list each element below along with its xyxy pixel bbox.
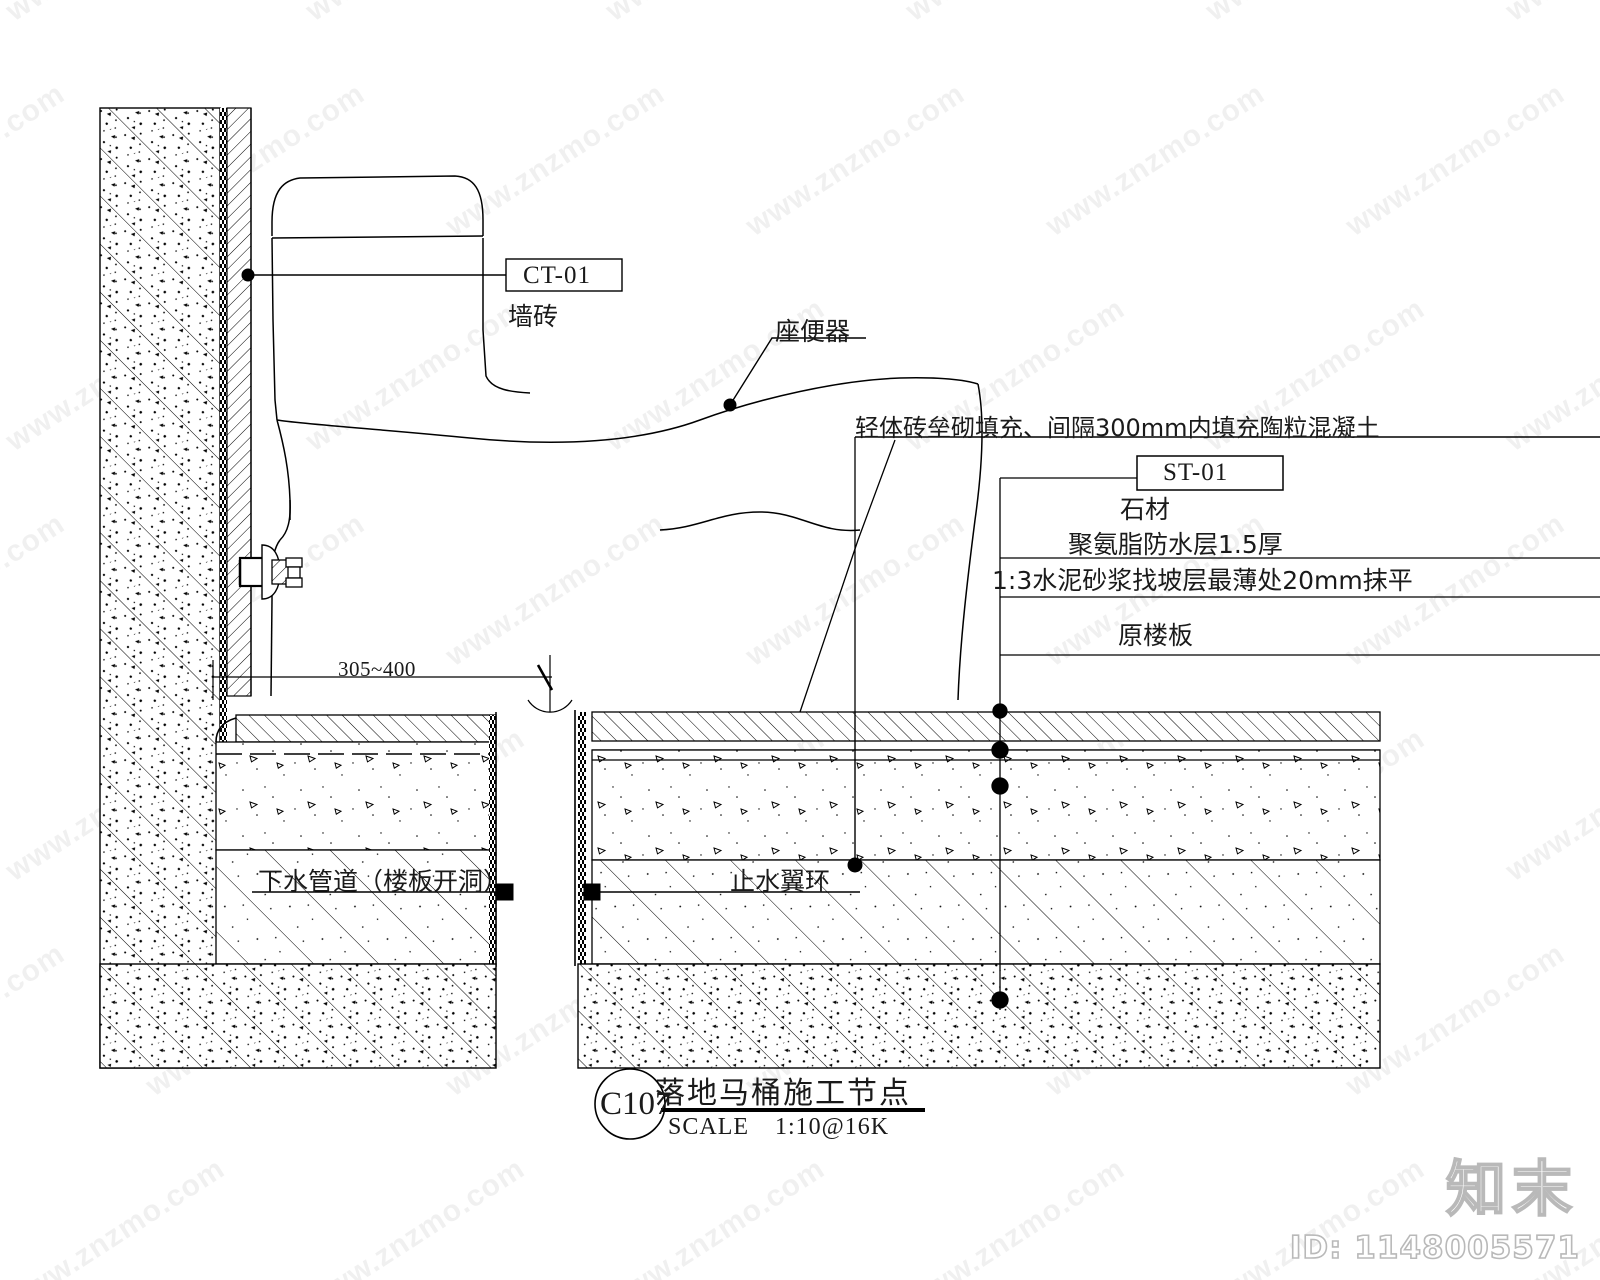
leader-block-fill xyxy=(799,436,1600,873)
leader-drain-pipe xyxy=(252,883,514,901)
site-brand-logo: 知末 xyxy=(1445,1154,1578,1226)
drain-pipe-label: 下水管道（楼板开洞） xyxy=(258,867,509,896)
floor-right-assembly xyxy=(574,710,1381,1069)
floor-left-assembly xyxy=(99,712,497,1069)
leader-stop-water-ring xyxy=(583,883,860,901)
wall-tile-label: 墙砖 xyxy=(508,302,559,331)
ct01-tag-label: CT-01 xyxy=(523,262,591,289)
title-block-marks xyxy=(594,1068,925,1140)
toilet-label: 座便器 xyxy=(775,317,851,346)
detail-title: 落地马桶施工节点 xyxy=(655,1076,911,1111)
leader-wall-tile xyxy=(241,268,506,282)
toilet-outline xyxy=(270,175,983,701)
dimension-toilet-projection xyxy=(212,655,573,713)
dimension-label: 305~400 xyxy=(338,657,416,681)
layer-label-stone: 石材 xyxy=(1120,495,1171,524)
stop-water-ring-label: 止水翼环 xyxy=(730,867,831,896)
asset-id-label: ID: 1148005571 xyxy=(1289,1229,1580,1267)
scale-label: SCALE xyxy=(668,1114,750,1140)
scale-value: 1:10@16K xyxy=(775,1114,890,1140)
layer-label-slab: 原楼板 xyxy=(1118,621,1194,650)
detail-tag-label: C107 xyxy=(600,1086,672,1122)
layer-callout-ladder xyxy=(991,477,1600,1010)
st01-tag-label: ST-01 xyxy=(1163,459,1229,486)
wall-outlet-fixture xyxy=(238,544,303,600)
ct01-tag-box xyxy=(505,258,623,292)
layer-label-waterproof: 聚氨脂防水层1.5厚 xyxy=(1068,530,1283,559)
leader-toilet xyxy=(723,337,866,412)
layer-label-screed: 1:3水泥砂浆找坡层最薄处20mm抹平 xyxy=(992,566,1413,595)
st01-tag-box xyxy=(1136,455,1284,491)
block-fill-label: 轻体砖垒砌填充、间隔300mm内填充陶粒混凝土 xyxy=(855,414,1380,442)
wall-structure xyxy=(99,107,252,1069)
